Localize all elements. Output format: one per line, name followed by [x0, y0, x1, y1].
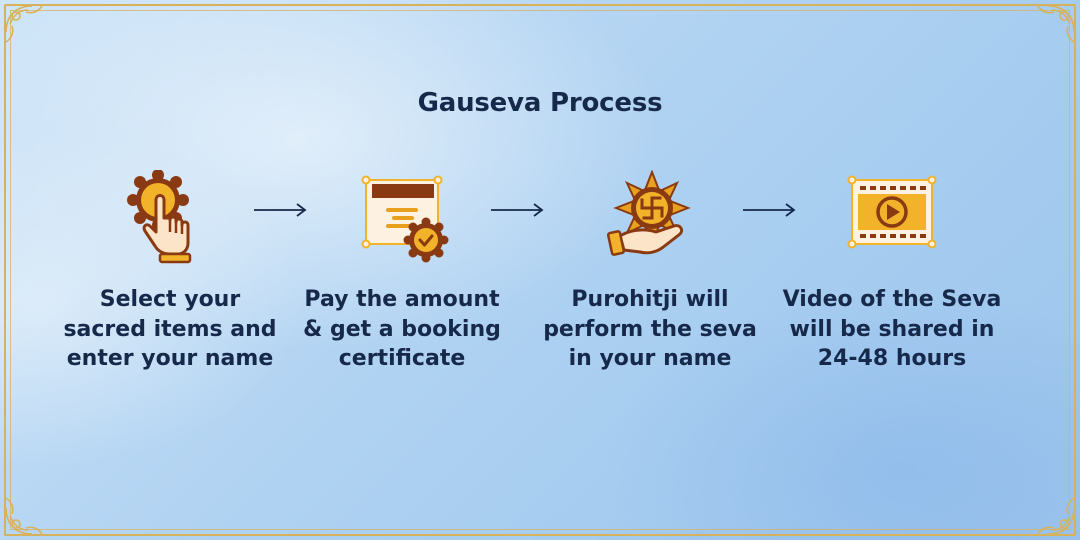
- arrow-right-icon: [741, 200, 797, 220]
- corner-ornament-icon: [1024, 484, 1078, 538]
- step-label: Pay the amount & get a booking certifica…: [303, 287, 501, 371]
- hand-pointer-icon: [120, 170, 220, 266]
- decorative-frame-outer: [4, 4, 1076, 536]
- corner-ornament-icon: [2, 2, 56, 56]
- step-label: Purohitji will perform the seva in your …: [543, 287, 757, 371]
- step-label: Video of the Seva will be shared in 24-4…: [782, 287, 1002, 371]
- corner-ornament-icon: [1024, 2, 1078, 56]
- arrow-right-icon: [252, 200, 308, 220]
- video-film-icon: [842, 170, 942, 266]
- certificate-icon: [352, 170, 452, 266]
- arrow-right-icon: [489, 200, 545, 220]
- corner-ornament-icon: [2, 484, 56, 538]
- page-title: Gauseva Process: [417, 88, 663, 118]
- step-label: Select your sacred items and enter your …: [63, 287, 277, 371]
- swastik-offering-icon: [600, 170, 700, 266]
